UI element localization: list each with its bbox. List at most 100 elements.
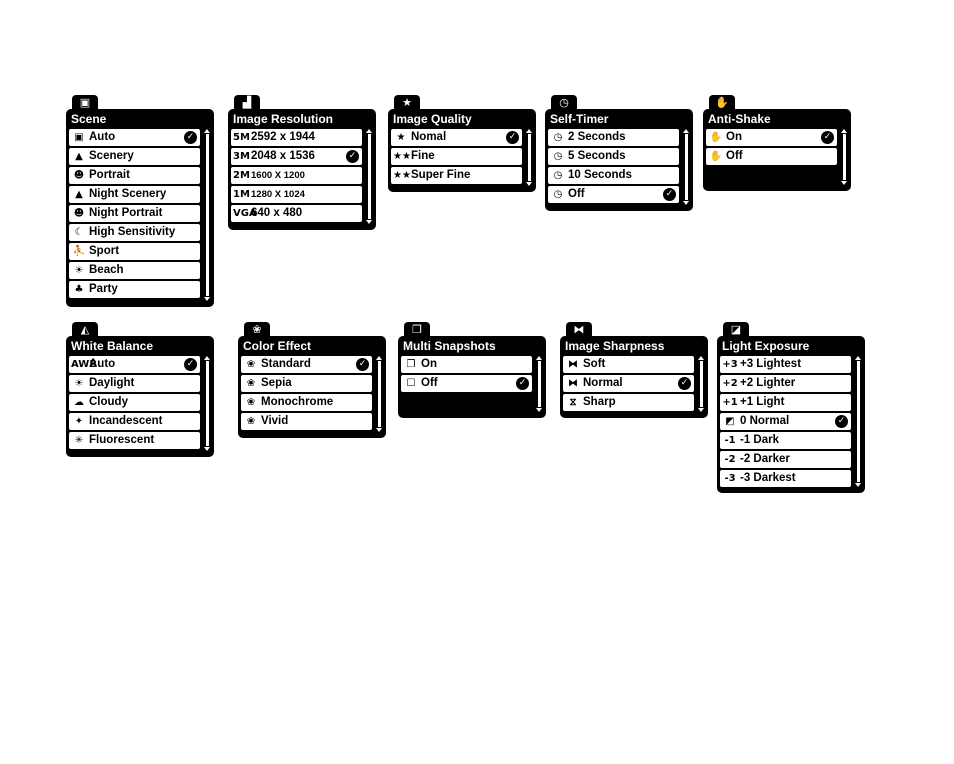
scroll-up-arrow-icon[interactable] (366, 129, 372, 133)
scroll-up-arrow-icon[interactable] (204, 129, 210, 133)
option-label: Super Fine (411, 169, 471, 181)
scroll-track[interactable] (368, 134, 371, 219)
menu-option[interactable]: ⧖Sharp (563, 394, 694, 411)
menu-option[interactable]: ❀Monochrome (241, 394, 372, 411)
scrollbar[interactable] (366, 129, 373, 224)
menu-option[interactable]: ❀Vivid (241, 413, 372, 430)
scroll-down-arrow-icon[interactable] (683, 201, 689, 205)
scroll-track[interactable] (857, 361, 860, 482)
menu-option[interactable]: 5M2592 x 1944 (231, 129, 362, 146)
menu-option[interactable]: -3-3 Darkest (720, 470, 851, 487)
menu-option[interactable]: ◷2 Seconds (548, 129, 679, 146)
timer-off-icon: ◷ (553, 189, 563, 200)
menu-option[interactable]: ❐On (401, 356, 532, 373)
option-label: 2048 x 1536 (251, 150, 315, 162)
scroll-up-arrow-icon[interactable] (376, 356, 382, 360)
scroll-track[interactable] (528, 134, 531, 181)
menu-option[interactable]: ☾High Sensitivity (69, 224, 200, 241)
menu-option[interactable]: 2M1600 X 1200 (231, 167, 362, 184)
scroll-track[interactable] (685, 134, 688, 200)
scroll-down-arrow-icon[interactable] (855, 483, 861, 487)
option-label: Soft (583, 358, 606, 370)
scroll-track[interactable] (378, 361, 381, 427)
scroll-track[interactable] (843, 134, 846, 180)
option-label: 1600 X 1200 (251, 170, 305, 181)
menu-option[interactable]: ✦Incandescent (69, 413, 200, 430)
scroll-up-arrow-icon[interactable] (683, 129, 689, 133)
menu-option[interactable]: ◷5 Seconds (548, 148, 679, 165)
scroll-up-arrow-icon[interactable] (855, 356, 861, 360)
scroll-up-arrow-icon[interactable] (204, 356, 210, 360)
scroll-down-arrow-icon[interactable] (366, 220, 372, 224)
option-label: Standard (261, 358, 311, 370)
menu-option[interactable]: ▣Auto✓ (69, 129, 200, 146)
menu-option[interactable]: 3M2048 x 1536✓ (231, 148, 362, 165)
menu-option[interactable]: ☐Off✓ (401, 375, 532, 392)
menu-option[interactable]: ☻Portrait (69, 167, 200, 184)
menu-option[interactable]: +1+1 Light (720, 394, 851, 411)
scrollbar[interactable] (855, 356, 862, 487)
menu-option[interactable]: +3+3 Lightest (720, 356, 851, 373)
menu-option[interactable]: ✳Fluorescent (69, 432, 200, 449)
menu-option[interactable]: ⧓Normal✓ (563, 375, 694, 392)
scroll-up-arrow-icon[interactable] (536, 356, 542, 360)
scroll-down-arrow-icon[interactable] (376, 428, 382, 432)
scrollbar[interactable] (841, 129, 848, 185)
menu-option[interactable]: ▲Scenery (69, 148, 200, 165)
menu-option[interactable]: ⧓Soft (563, 356, 694, 373)
menu-option[interactable]: ⛹Sport (69, 243, 200, 260)
scrollbar[interactable] (204, 356, 211, 451)
scroll-track[interactable] (206, 361, 209, 446)
scroll-down-arrow-icon[interactable] (204, 447, 210, 451)
menu-option[interactable]: ☀Daylight (69, 375, 200, 392)
menu-option[interactable]: ☀Beach (69, 262, 200, 279)
scroll-down-arrow-icon[interactable] (841, 181, 847, 185)
scroll-down-arrow-icon[interactable] (536, 408, 542, 412)
menu-option[interactable]: ★Nomal✓ (391, 129, 522, 146)
menu-title: White Balance (71, 339, 154, 353)
scroll-track[interactable] (206, 134, 209, 296)
menu-option[interactable]: ☁Cloudy (69, 394, 200, 411)
menu-option[interactable]: ♣Party (69, 281, 200, 298)
scroll-up-arrow-icon[interactable] (526, 129, 532, 133)
scroll-down-arrow-icon[interactable] (526, 182, 532, 186)
scrollbar[interactable] (376, 356, 383, 432)
menu-option[interactable]: ★★Super Fine (391, 167, 522, 184)
scroll-down-arrow-icon[interactable] (204, 297, 210, 301)
option-label: 1280 X 1024 (251, 189, 305, 200)
menu-option[interactable]: +2+2 Lighter (720, 375, 851, 392)
menu-option[interactable]: AWBAuto✓ (69, 356, 200, 373)
scroll-up-arrow-icon[interactable] (698, 356, 704, 360)
5m-icon: 5M (233, 132, 250, 143)
menu-panel: Self-Timer◷2 Seconds◷5 Seconds◷10 Second… (545, 109, 693, 211)
menu-option[interactable]: -2-2 Darker (720, 451, 851, 468)
menu-option[interactable]: ▲Night Scenery (69, 186, 200, 203)
scrollbar[interactable] (526, 129, 533, 186)
menu-option[interactable]: ★★Fine (391, 148, 522, 165)
check-icon: ✓ (678, 377, 691, 390)
scroll-track[interactable] (700, 361, 703, 407)
menu-option[interactable]: ◩0 Normal✓ (720, 413, 851, 430)
two-star-icon: ★★ (393, 151, 411, 162)
scroll-down-arrow-icon[interactable] (698, 408, 704, 412)
scrollbar[interactable] (536, 356, 543, 412)
menu-option[interactable]: ◷10 Seconds (548, 167, 679, 184)
scrollbar[interactable] (204, 129, 211, 301)
menu-option[interactable]: ❀Standard✓ (241, 356, 372, 373)
scrollbar[interactable] (698, 356, 705, 412)
menu-option[interactable]: VGA640 x 480 (231, 205, 362, 222)
menu-option[interactable]: ◷Off✓ (548, 186, 679, 203)
menu-option[interactable]: 1M1280 X 1024 (231, 186, 362, 203)
scroll-up-arrow-icon[interactable] (841, 129, 847, 133)
menu-option[interactable]: -1-1 Dark (720, 432, 851, 449)
scroll-track[interactable] (538, 361, 541, 407)
scrollbar[interactable] (683, 129, 690, 205)
menu-option[interactable]: ✋On✓ (706, 129, 837, 146)
menu-option[interactable]: ✋Off (706, 148, 837, 165)
exposure-minus3-icon: -3 (724, 473, 736, 484)
menu-option[interactable]: ❀Sepia (241, 375, 372, 392)
check-icon: ✓ (821, 131, 834, 144)
menu-option[interactable]: ☻Night Portrait (69, 205, 200, 222)
standard-color-icon: ❀ (246, 359, 256, 370)
